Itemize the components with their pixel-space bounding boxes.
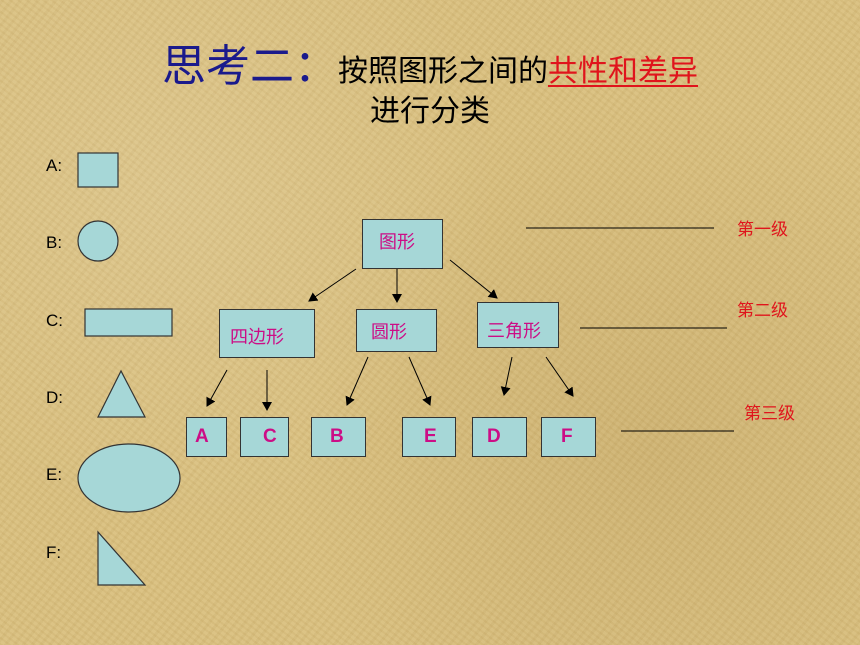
node-leaf-b-label: B bbox=[330, 426, 344, 447]
node-leaf-d-label: D bbox=[487, 426, 501, 447]
shape-label-d: D: bbox=[46, 388, 63, 407]
arrow-root-tri bbox=[449, 259, 498, 299]
arrow-tri-d bbox=[500, 356, 513, 396]
title-sub: 按照图形之间的 bbox=[338, 55, 548, 88]
node-circle-label: 圆形 bbox=[371, 322, 407, 342]
title-main: 思考二： bbox=[162, 41, 338, 92]
node-quadrilateral-label: 四边形 bbox=[230, 327, 284, 347]
node-triangle-label: 三角形 bbox=[487, 321, 541, 341]
arrow-circle-e bbox=[408, 356, 432, 406]
node-leaf-b: B bbox=[311, 417, 366, 457]
shape-label-e: E: bbox=[46, 465, 63, 484]
node-leaf-c: C bbox=[240, 417, 289, 457]
node-leaf-f: F bbox=[541, 417, 596, 457]
ellipse-shape bbox=[77, 443, 181, 513]
triangle-shape bbox=[97, 369, 146, 418]
node-leaf-c-label: C bbox=[263, 426, 277, 447]
node-root-label: 图形 bbox=[379, 232, 415, 252]
node-quadrilateral: 四边形 bbox=[219, 309, 315, 358]
node-leaf-f-label: F bbox=[561, 426, 573, 447]
title-emphasis: 共性和差异 bbox=[548, 55, 698, 88]
node-leaf-a: A bbox=[186, 417, 227, 457]
circle-shape bbox=[77, 220, 119, 262]
arrow-root-quad bbox=[308, 268, 357, 302]
shape-label-f: F: bbox=[46, 543, 62, 562]
square-shape bbox=[77, 152, 119, 188]
arrow-circle-b bbox=[345, 356, 369, 406]
level-label-1: 第一级 bbox=[737, 220, 788, 239]
shape-label-a: A: bbox=[46, 156, 63, 175]
level-label-3: 第三级 bbox=[744, 404, 795, 423]
rectangle-shape bbox=[84, 308, 173, 337]
level-label-2: 第二级 bbox=[737, 301, 788, 320]
node-leaf-d: D bbox=[472, 417, 527, 457]
title-line2: 进行分类 bbox=[370, 95, 490, 128]
shape-label-b: B: bbox=[46, 233, 63, 252]
node-root: 图形 bbox=[362, 219, 443, 269]
node-leaf-e-label: E bbox=[424, 426, 437, 447]
right-triangle-shape bbox=[97, 530, 147, 586]
node-circle: 圆形 bbox=[356, 309, 437, 352]
node-leaf-e: E bbox=[402, 417, 456, 457]
arrow-tri-f bbox=[545, 356, 574, 397]
slide-title: 思考二：按照图形之间的共性和差异 bbox=[0, 30, 860, 94]
node-leaf-a-label: A bbox=[195, 426, 209, 447]
node-triangle: 三角形 bbox=[477, 302, 559, 348]
shape-label-c: C: bbox=[46, 311, 63, 330]
arrow-quad-a bbox=[206, 369, 228, 407]
